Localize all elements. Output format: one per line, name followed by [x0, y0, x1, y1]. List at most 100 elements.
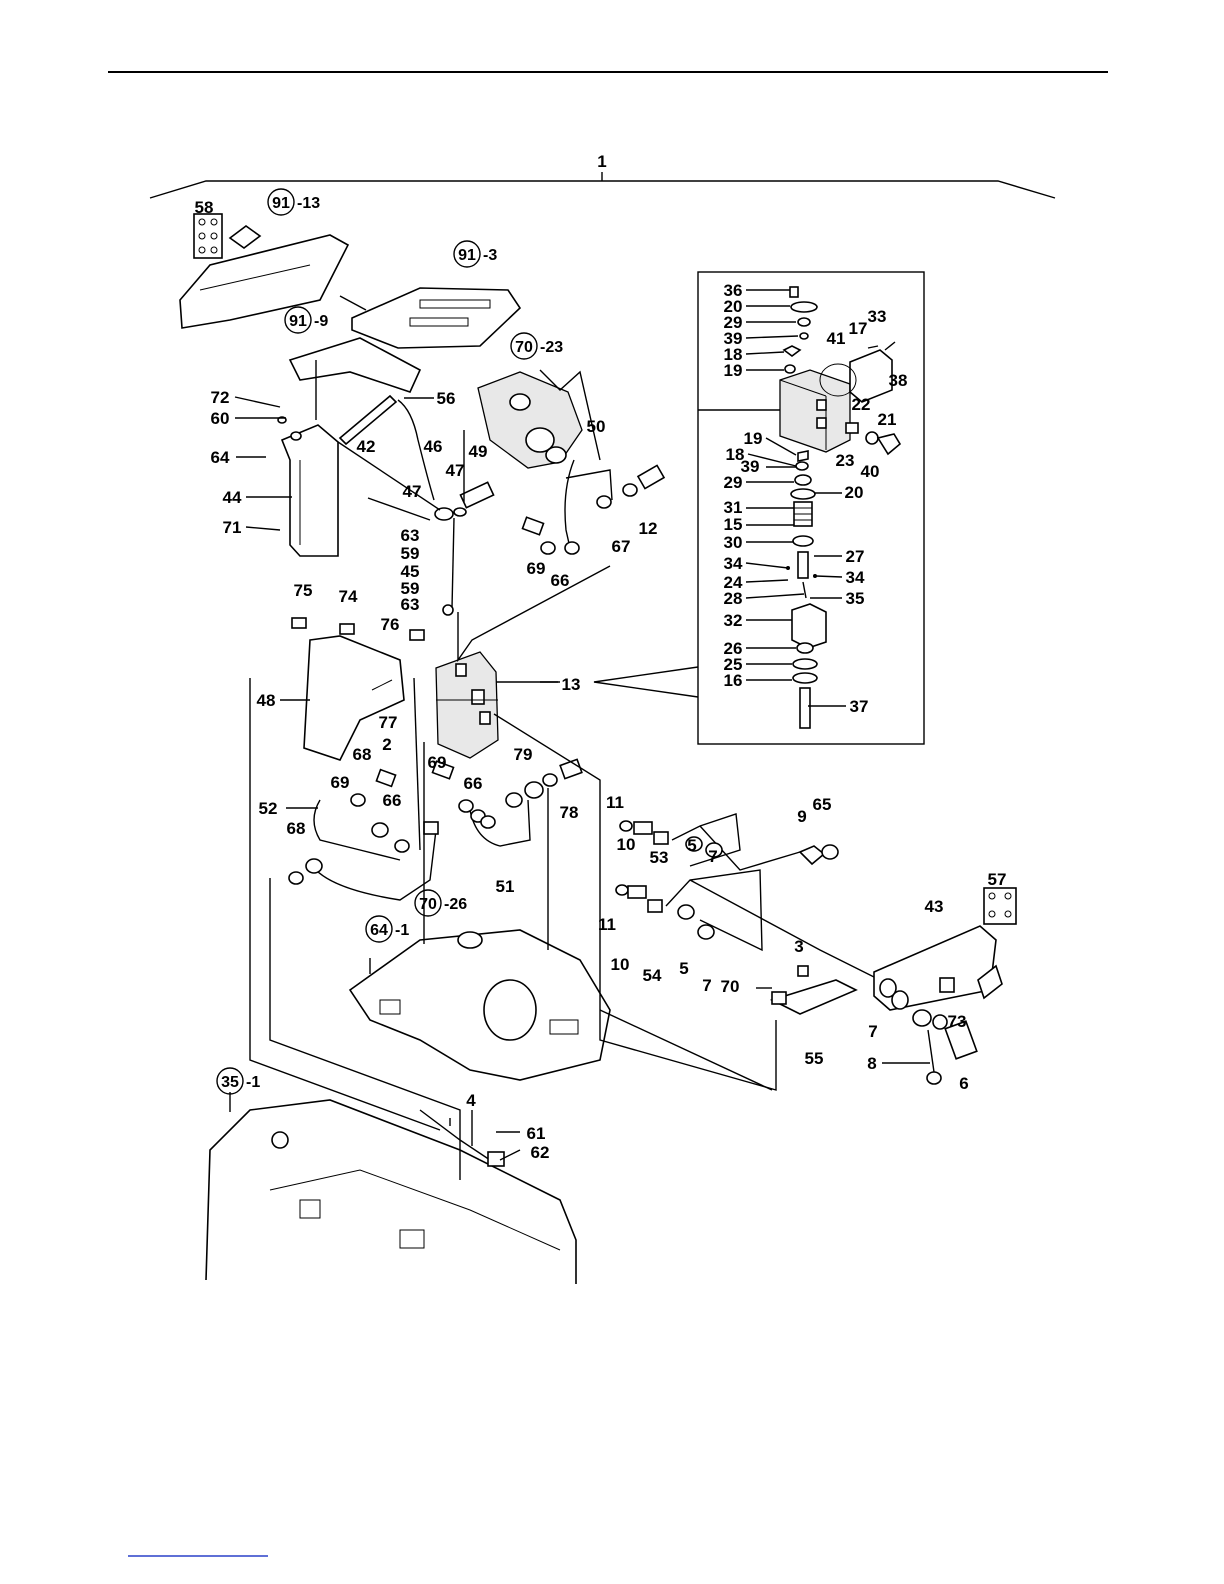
part-label-67: 67 [612, 537, 631, 556]
part-label-d19b: 19 [744, 429, 763, 448]
leader-lines [234, 289, 930, 1161]
rod-and-pipe [338, 394, 495, 509]
svg-text:-1: -1 [246, 1074, 260, 1091]
part-label-42: 42 [357, 437, 376, 456]
part-label-65: 65 [813, 795, 832, 814]
svg-text:-13: -13 [297, 195, 320, 212]
guide-lines [229, 295, 777, 1180]
part-label-59b: 59 [401, 579, 420, 598]
part-label-d17: 17 [849, 319, 868, 338]
part-label-d38: 38 [889, 371, 908, 390]
part-label-d26: 26 [724, 639, 743, 658]
part-label-68a: 68 [353, 745, 372, 764]
part-label-11b: 11 [598, 915, 616, 934]
ref-35-1: 35 -1 [216, 1067, 260, 1095]
part-label-70: 70 [721, 977, 740, 996]
part-label-49: 49 [469, 442, 488, 461]
svg-text:-9: -9 [314, 313, 328, 330]
part-label-8: 8 [867, 1054, 876, 1073]
svg-text:64: 64 [370, 922, 388, 939]
pipe-51 [431, 758, 583, 847]
part-label-61: 61 [527, 1124, 546, 1143]
part-label-74: 74 [339, 587, 358, 606]
part-label-d20b: 20 [845, 483, 864, 502]
part-label-d22: 22 [852, 395, 871, 414]
part-label-d36: 36 [724, 281, 743, 300]
part-label-71: 71 [223, 518, 242, 537]
part-label-d34a: 34 [724, 554, 743, 573]
svg-text:70: 70 [515, 339, 533, 356]
assembly-bracket: 1 [149, 152, 1056, 199]
part-label-d30: 30 [724, 533, 743, 552]
part-label-69a: 69 [527, 559, 546, 578]
coupler-pipe-upper [619, 813, 839, 871]
valve-bracket [291, 617, 425, 761]
transmission-case [205, 1099, 577, 1284]
part-label-d24: 24 [724, 573, 743, 592]
part-label-51: 51 [496, 877, 515, 896]
top-bracket-plate [351, 287, 522, 349]
part-label-d16: 16 [724, 671, 743, 690]
part-label-d32: 32 [724, 611, 743, 630]
part-label-66a: 66 [551, 571, 570, 590]
part-label-5a: 5 [687, 836, 696, 855]
svg-text:-3: -3 [483, 247, 497, 264]
stay-bracket [277, 416, 339, 557]
frame-bracket [288, 337, 422, 393]
part-label-d27: 27 [846, 547, 865, 566]
part-label-7a: 7 [708, 847, 717, 866]
part-label-60: 60 [211, 409, 230, 428]
coupler-bracket [873, 887, 1017, 1085]
part-label-d31: 31 [724, 498, 743, 517]
part-label-d39a: 39 [724, 329, 743, 348]
part-label-54: 54 [643, 966, 662, 985]
part-label-57: 57 [988, 870, 1007, 889]
part-label-d20a: 20 [724, 297, 743, 316]
part-label-d29a: 29 [724, 313, 743, 332]
part-label-66b: 66 [383, 791, 402, 810]
valve-detail-box [593, 271, 925, 745]
part-label-47a: 47 [403, 482, 422, 501]
part-label-d15: 15 [724, 515, 743, 534]
part-label-d18a: 18 [724, 345, 743, 364]
part-label-78: 78 [560, 803, 579, 822]
main-control-valve [435, 651, 560, 759]
svg-text:-26: -26 [444, 896, 467, 913]
part-label-2: 2 [382, 735, 391, 754]
part-label-43: 43 [925, 897, 944, 916]
part-label-62: 62 [531, 1143, 550, 1162]
assembly-number: 1 [597, 152, 606, 171]
coupler-pipe-lower [615, 869, 881, 981]
lever-rod [434, 507, 467, 616]
ref-91-9: 91 -9 [284, 306, 328, 334]
part-label-d34b: 34 [846, 568, 865, 587]
part-label-75: 75 [294, 581, 313, 600]
part-label-63a: 63 [401, 526, 420, 545]
bonnet-panel [179, 213, 350, 329]
part-label-7c: 7 [868, 1022, 877, 1041]
part-label-4: 4 [466, 1091, 476, 1110]
part-label-10b: 10 [611, 955, 630, 974]
part-label-76: 76 [381, 615, 400, 634]
part-label-55: 55 [805, 1049, 824, 1068]
ref-70-26: 70 -26 [414, 889, 467, 917]
part-label-d28: 28 [724, 589, 743, 608]
part-label-72: 72 [211, 388, 230, 407]
housing-64 [348, 929, 611, 1081]
part-label-d23: 23 [836, 451, 855, 470]
part-label-3: 3 [794, 937, 803, 956]
part-label-6: 6 [959, 1074, 968, 1093]
part-label-46: 46 [424, 437, 443, 456]
part-label-9: 9 [797, 807, 806, 826]
part-label-52: 52 [259, 799, 278, 818]
part-label-50: 50 [587, 417, 606, 436]
part-label-7b: 7 [702, 976, 711, 995]
part-label-56: 56 [437, 389, 456, 408]
part-label-53: 53 [650, 848, 669, 867]
part-label-64: 64 [211, 448, 230, 467]
part-label-69c: 69 [428, 753, 447, 772]
part-label-d25: 25 [724, 655, 743, 674]
